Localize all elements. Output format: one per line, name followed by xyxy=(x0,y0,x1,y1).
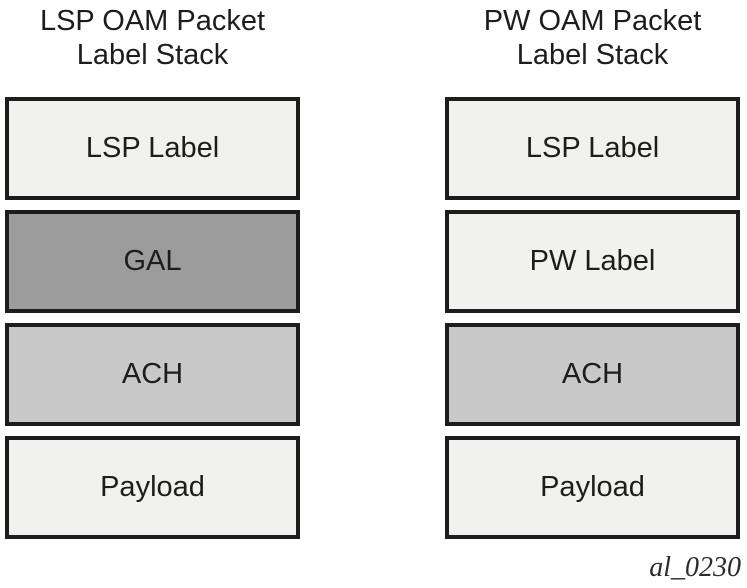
box-label: ACH xyxy=(121,358,184,390)
pw-stack-box-pw-label: PW Label xyxy=(445,210,740,313)
lsp-stack-title: LSP OAM Packet Label Stack xyxy=(5,4,300,72)
lsp-stack-box-lsp-label: LSP Label xyxy=(5,97,300,200)
pw-stack-box-payload: Payload xyxy=(445,436,740,539)
lsp-stack-box-ach: ACH xyxy=(5,323,300,426)
lsp-stack-title-line2: Label Stack xyxy=(76,39,229,71)
pw-stack-title: PW OAM Packet Label Stack xyxy=(445,4,740,72)
box-label: GAL xyxy=(123,245,182,277)
lsp-stack-title-line1: LSP OAM Packet xyxy=(39,5,266,37)
figure-id: al_0230 xyxy=(649,552,741,583)
lsp-stack-box-payload: Payload xyxy=(5,436,300,539)
pw-stack-title-line2: Label Stack xyxy=(516,39,669,71)
box-label: PW Label xyxy=(529,245,656,277)
pw-stack-title-line1: PW OAM Packet xyxy=(483,5,702,37)
box-label: LSP Label xyxy=(85,132,220,164)
pw-stack-box-lsp-label: LSP Label xyxy=(445,97,740,200)
box-label: LSP Label xyxy=(525,132,660,164)
pw-stack-box-ach: ACH xyxy=(445,323,740,426)
lsp-stack-box-gal: GAL xyxy=(5,210,300,313)
box-label: Payload xyxy=(100,471,205,503)
box-label: Payload xyxy=(540,471,645,503)
box-label: ACH xyxy=(561,358,624,390)
pw-oam-packet-stack: PW OAM Packet Label Stack LSP Label PW L… xyxy=(445,0,740,539)
lsp-oam-packet-stack: LSP OAM Packet Label Stack LSP Label GAL… xyxy=(5,0,300,539)
